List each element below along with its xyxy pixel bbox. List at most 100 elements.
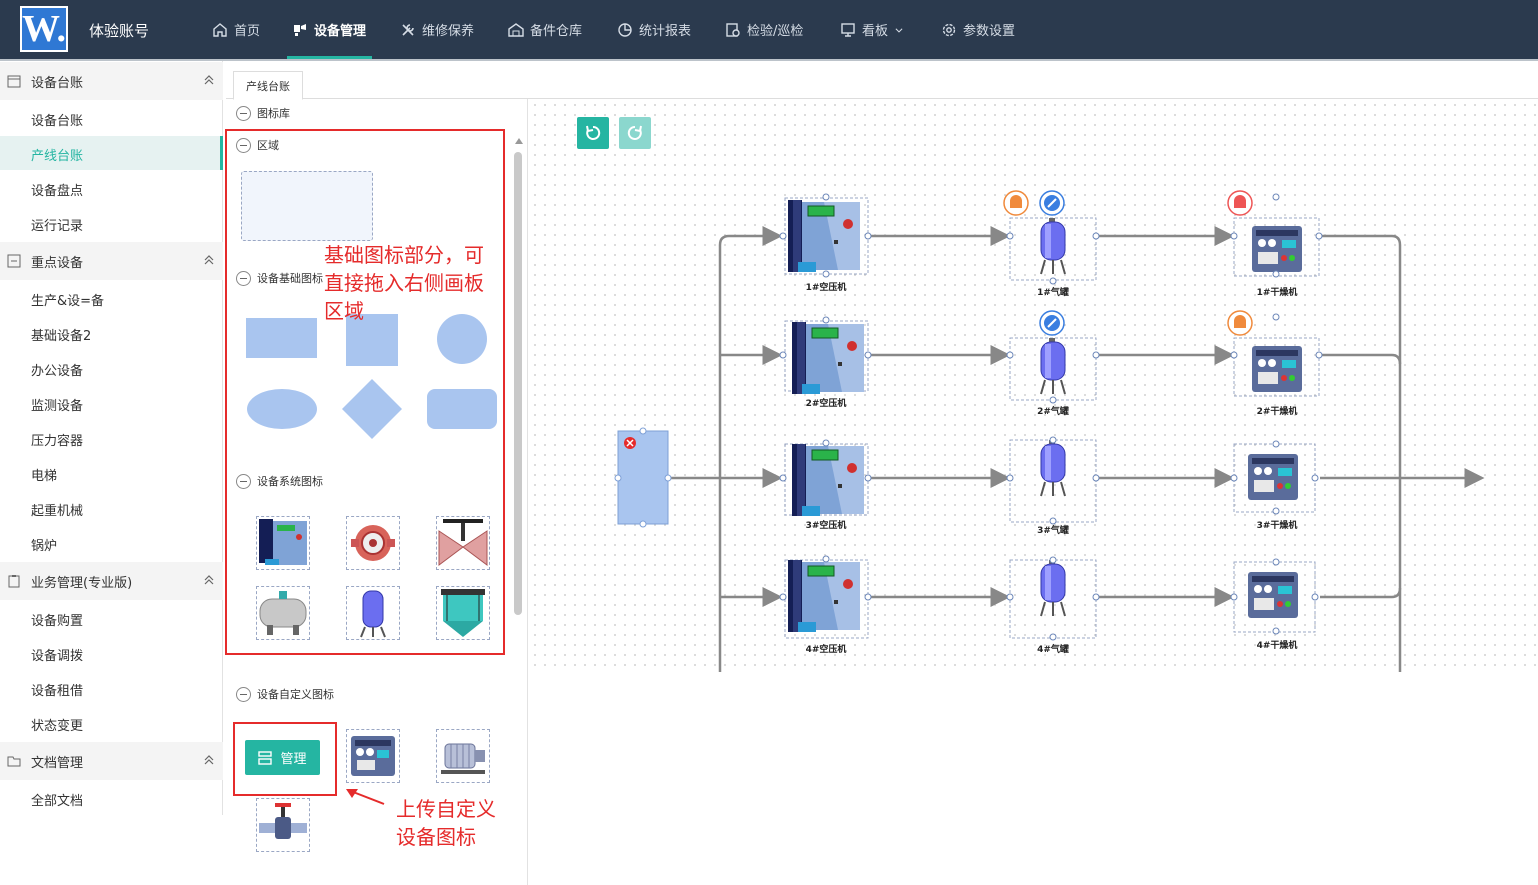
silo-icon[interactable] [436, 586, 490, 640]
nav-statistics[interactable]: 统计报表 [617, 0, 691, 59]
sidebar-group-label: 重点设备 [31, 255, 84, 271]
dryer-node[interactable] [1233, 337, 1320, 397]
annotation-basic-text: 基础图标部分，可直接拖入右侧画板区域 [324, 243, 484, 323]
dryer-node[interactable] [1233, 217, 1320, 277]
nav-warehouse[interactable]: 备件仓库 [508, 0, 582, 59]
sidebar-item-line-ledger[interactable]: 产线台账 [31, 149, 84, 164]
sidebar-item-run-records[interactable]: 运行记录 [31, 219, 84, 234]
sidebar-item-production[interactable]: 生产&设=备 [31, 294, 105, 309]
section-icon-library[interactable]: 图标库 [236, 105, 290, 121]
section-basic-icons[interactable]: 设备基础图标 [236, 270, 323, 286]
gas-tank-icon[interactable] [346, 586, 400, 640]
manage-button[interactable]: 管理 [245, 740, 320, 775]
nav-settings[interactable]: 参数设置 [941, 0, 1015, 59]
tank-node[interactable] [1009, 559, 1097, 639]
node-label: 3#气罐 [1037, 526, 1069, 536]
account-name[interactable]: 体验账号 [89, 22, 150, 40]
panel-scrollbar[interactable] [514, 152, 522, 615]
nav-maintenance[interactable]: 维修保养 [400, 0, 474, 59]
chevron-up-icon [204, 75, 214, 85]
section-label: 区域 [257, 139, 279, 152]
nav-device-management[interactable]: 设备管理 [286, 0, 373, 59]
sidebar-item-all-docs[interactable]: 全部文档 [31, 794, 84, 809]
compressor-node[interactable] [784, 443, 869, 517]
tank-node[interactable] [1009, 337, 1097, 401]
tank-node[interactable] [1009, 217, 1097, 281]
section-label: 设备基础图标 [257, 272, 323, 285]
sidebar-group-label: 业务管理(专业版) [31, 575, 133, 591]
sidebar-item-device-ledger[interactable]: 设备台账 [31, 114, 84, 129]
sidebar-item-elevator[interactable]: 电梯 [31, 469, 58, 484]
node-label: 3#空压机 [805, 521, 847, 531]
square-shape[interactable] [346, 314, 398, 366]
section-label: 设备系统图标 [257, 475, 323, 488]
sidebar-group-key-devices[interactable]: 重点设备 [0, 242, 223, 280]
alarm-badge[interactable] [1227, 310, 1253, 336]
custom-motor-icon[interactable] [436, 729, 490, 783]
node-label: 2#气罐 [1037, 407, 1069, 417]
sidebar-group-ledger[interactable]: 设备台账 [0, 62, 223, 100]
warehouse-icon [508, 22, 524, 37]
undo-button[interactable] [577, 117, 609, 149]
compressor-node[interactable] [784, 197, 869, 275]
sidebar-item-monitoring[interactable]: 监测设备 [31, 399, 84, 414]
alarm-badge[interactable] [1003, 190, 1029, 216]
sidebar-group-business[interactable]: 业务管理(专业版) [0, 562, 223, 600]
repair-badge[interactable] [1039, 190, 1065, 216]
folder-icon [7, 756, 21, 767]
section-custom-icons[interactable]: 设备自定义图标 [236, 686, 334, 702]
valve-icon[interactable] [436, 516, 490, 570]
app-logo[interactable]: W. [20, 6, 68, 52]
nav-inspection[interactable]: 检验/巡检 [725, 0, 803, 59]
collapse-icon [236, 473, 251, 489]
custom-pipe-valve-icon[interactable] [256, 798, 310, 852]
compressor-node[interactable] [784, 320, 869, 395]
sidebar-item-boiler[interactable]: 锅炉 [31, 539, 58, 554]
sidebar-item-lease[interactable]: 设备租借 [31, 684, 84, 699]
custom-dryer-icon[interactable] [346, 729, 400, 783]
sidebar-item-status-change[interactable]: 状态变更 [31, 719, 84, 734]
flow-diagram [614, 190, 1485, 672]
sidebar-item-purchase[interactable]: 设备购置 [31, 614, 84, 629]
repair-badge[interactable] [1039, 310, 1065, 336]
drawing-canvas[interactable] [530, 100, 1538, 672]
compressor-node[interactable] [784, 559, 869, 639]
circle-shape[interactable] [437, 314, 487, 364]
dryer-node[interactable] [1233, 561, 1316, 633]
sidebar-item-office[interactable]: 办公设备 [31, 364, 84, 379]
sidebar-item-pressure[interactable]: 压力容器 [31, 434, 84, 449]
icon-library-panel [226, 99, 528, 885]
compressor-icon[interactable] [256, 516, 310, 570]
nav-home[interactable]: 首页 [212, 0, 260, 59]
sidebar-item-basic2[interactable]: 基础设备2 [31, 329, 92, 344]
nav-board[interactable]: 看板 [840, 0, 904, 59]
sidebar-item-transfer[interactable]: 设备调拨 [31, 649, 84, 664]
section-system-icons[interactable]: 设备系统图标 [236, 473, 323, 489]
ellipse-shape[interactable] [247, 389, 317, 429]
boiler-tank-icon[interactable] [256, 586, 310, 640]
tank-node[interactable] [1009, 439, 1097, 523]
board-icon [841, 22, 855, 37]
alarm-badge[interactable] [1227, 190, 1253, 216]
dryer-node[interactable] [1233, 443, 1316, 513]
node-label: 4#干燥机 [1256, 641, 1298, 651]
sidebar-group-docs[interactable]: 文档管理 [0, 742, 223, 780]
rectangle-shape[interactable] [246, 318, 317, 358]
chevron-up-icon [204, 255, 214, 265]
clipboard-icon [8, 575, 20, 588]
gear-icon [942, 23, 956, 36]
scroll-up-arrow[interactable] [515, 138, 523, 144]
tab-line-ledger[interactable]: 产线台账 [233, 71, 303, 100]
region-shape[interactable] [241, 171, 373, 241]
sidebar-item-crane[interactable]: 起重机械 [31, 504, 84, 519]
rounded-rect-shape[interactable] [427, 389, 497, 429]
pump-icon[interactable] [346, 516, 400, 570]
sidebar: 设备台账 设备台账 产线台账 设备盘点 运行记录 重点设备 生产&设=备 基础设… [0, 61, 223, 885]
sidebar-item-inventory[interactable]: 设备盘点 [31, 184, 84, 199]
section-region[interactable]: 区域 [236, 137, 279, 153]
active-item-highlight [0, 136, 223, 170]
diamond-shape[interactable] [342, 379, 402, 439]
redo-button[interactable] [619, 117, 651, 149]
node-label: 2#空压机 [805, 399, 847, 409]
device-icon [294, 23, 306, 36]
